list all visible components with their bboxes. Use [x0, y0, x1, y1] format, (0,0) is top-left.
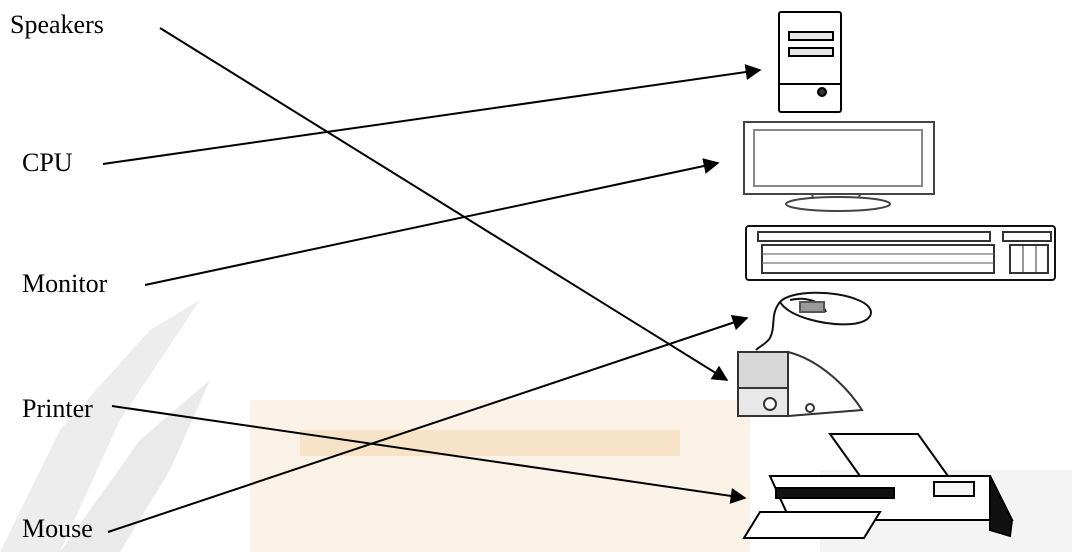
label-mouse: Mouse: [22, 514, 93, 543]
arrow-speakers-to-speaker: [159, 27, 729, 381]
monitor-icon: [743, 121, 935, 212]
label-cpu: CPU: [22, 148, 73, 177]
printer-icon: [742, 433, 1014, 539]
keyboard-icon: [745, 225, 1056, 281]
arrow-mouse-to-mouse: [107, 314, 749, 533]
label-printer: Printer: [22, 394, 93, 423]
arrow-monitor-to-monitor: [144, 158, 720, 286]
speaker-icon: [737, 350, 864, 418]
arrow-printer-to-printer: [111, 405, 747, 504]
mouse-icon: [755, 291, 872, 351]
cpu-tower-icon: [778, 11, 842, 113]
label-speakers: Speakers: [10, 10, 104, 39]
arrow-cpu-to-tower: [102, 64, 762, 165]
label-monitor: Monitor: [22, 269, 108, 298]
